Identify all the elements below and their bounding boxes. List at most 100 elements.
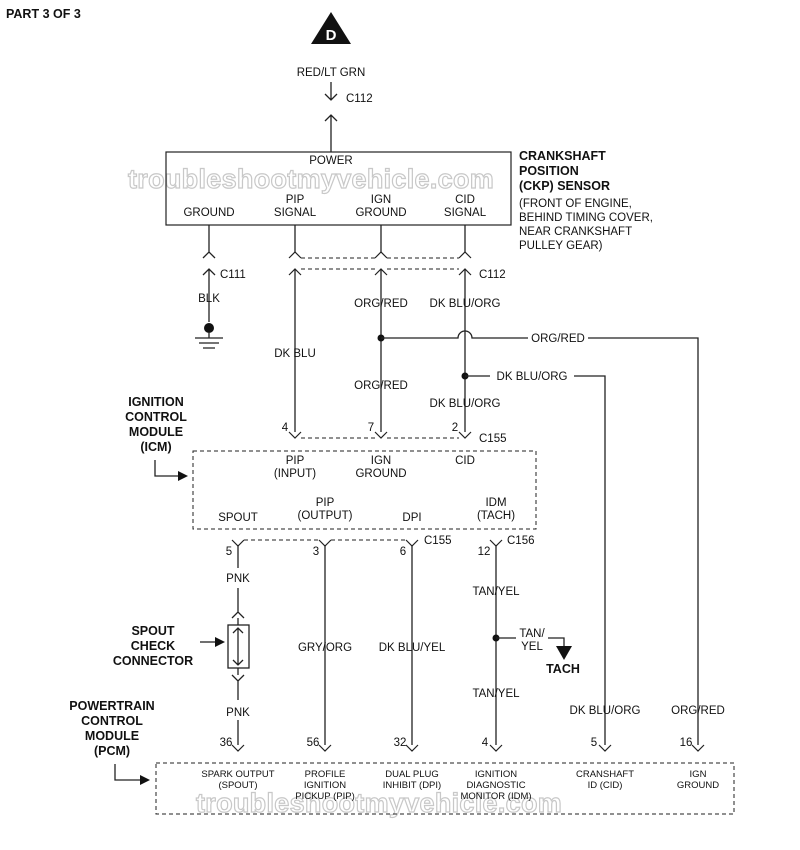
svg-text:(FRONT OF ENGINE,: (FRONT OF ENGINE, [519,198,632,210]
part-label: PART 3 OF 3 [6,7,81,21]
icm-box [192,450,537,530]
svg-text:CRANSHAFT: CRANSHAFT [576,769,634,780]
svg-text:IGNITION: IGNITION [128,395,184,409]
ckp-pip-label-2: SIGNAL [274,207,317,219]
icm-pip-output-1: PIP [316,497,335,509]
svg-text:POSITION: POSITION [519,164,579,178]
svg-text:CRANKSHAFT: CRANKSHAFT [519,149,606,163]
pin-dpi: 6 [400,546,406,558]
pcm-pin-pip-label: PROFILE IGNITION PICKUP (PIP) [295,769,354,802]
c155-bottom-label: C155 [424,535,452,547]
spout-check-connector-icon [227,624,250,669]
svg-text:MONITOR (IDM): MONITOR (IDM) [460,791,531,802]
ckp-power-label: POWER [309,155,352,167]
ckp-location: (FRONT OF ENGINE, BEHIND TIMING COVER, N… [519,198,653,252]
svg-text:SPOUT: SPOUT [131,624,174,638]
svg-text:ID (CID): ID (CID) [588,780,623,791]
svg-text:MODULE: MODULE [85,729,139,743]
wire-dk-blu-org-label-1: DK BLU/ORG [430,298,501,310]
icm-pip-input-2: (INPUT) [274,468,316,480]
svg-text:DUAL PLUG: DUAL PLUG [385,769,439,780]
pin-icm-pip: 4 [282,422,289,434]
tach-wire-label-1: TAN/ [519,628,545,640]
wire-tan-yel-label-1: TAN/YEL [472,586,520,598]
svg-text:SPARK OUTPUT: SPARK OUTPUT [201,769,274,780]
ckp-sensor-box [165,151,512,226]
svg-text:INHIBIT (DPI): INHIBIT (DPI) [383,780,441,791]
connector-d-icon: D [311,12,351,44]
pin-pcm-idm: 4 [482,737,489,749]
pcm-pin-ign-label: IGN GROUND [677,769,719,791]
pin-pcm-pip: 56 [307,737,320,749]
svg-text:(ICM): (ICM) [140,440,171,454]
c112-mid-label: C112 [479,269,506,281]
pin-pcm-spout: 36 [220,737,233,749]
svg-text:CONTROL: CONTROL [125,410,187,424]
watermark-top: troubleshootmyvehicle.com [128,164,494,194]
c156-label: C156 [507,535,535,547]
watermark-bottom: troubleshootmyvehicle.com [196,788,562,818]
wire-pnk-label-1: PNK [226,573,250,585]
svg-text:PICKUP (PIP): PICKUP (PIP) [295,791,354,802]
wire-org-red-label-2: ORG/RED [354,380,408,392]
svg-text:NEAR CRANKSHAFT: NEAR CRANKSHAFT [519,226,632,238]
pin-pcm-dpi: 32 [394,737,407,749]
wire-dk-blu-org-label-4: DK BLU/ORG [570,705,641,717]
ground-icon [195,323,223,349]
wire-gry-org-label: GRY/ORG [298,642,352,654]
tach-wire-label-2: YEL [521,641,543,653]
c111-label: C111 [220,269,246,281]
ckp-ground-label: GROUND [183,207,234,219]
wire-dk-blu-org-label-2: DK BLU/ORG [430,398,501,410]
wire-org-red-label-4: ORG/RED [671,705,725,717]
svg-text:(PCM): (PCM) [94,744,130,758]
icm-dpi-output: DPI [402,512,421,524]
ckp-cid-label-1: CID [455,194,475,206]
icm-spout-output: SPOUT [218,512,258,524]
pcm-title: POWERTRAIN CONTROL MODULE (PCM) [69,699,154,758]
icm-idm-output-2: (TACH) [477,510,515,522]
wire-tan-yel-label-2: TAN/YEL [472,688,520,700]
wire-org-red-label-1: ORG/RED [354,298,408,310]
pcm-pin-cid-label: CRANSHAFT ID (CID) [576,769,634,791]
pin-icm-cid: 2 [452,422,458,434]
svg-text:(CKP) SENSOR: (CKP) SENSOR [519,179,610,193]
pin-idm: 12 [478,546,491,558]
connector-d-letter: D [326,27,337,44]
pcm-arrow [114,764,142,781]
pin-pcm-ign: 16 [680,737,693,749]
icm-ign-input-2: GROUND [355,468,406,480]
icm-pip-input-1: PIP [286,455,305,467]
svg-text:MODULE: MODULE [129,425,183,439]
wire-dk-blu-org-label-3: DK BLU/ORG [497,371,568,383]
ckp-pip-label-1: PIP [286,194,305,206]
svg-text:POWERTRAIN: POWERTRAIN [69,699,154,713]
svg-text:CONNECTOR: CONNECTOR [113,654,193,668]
icm-pip-output-2: (OUTPUT) [298,510,353,522]
svg-text:(SPOUT): (SPOUT) [218,780,257,791]
pcm-box [155,762,735,815]
ckp-ign-label-1: IGN [371,194,391,206]
svg-text:BEHIND TIMING COVER,: BEHIND TIMING COVER, [519,212,653,224]
icm-arrow [154,460,180,477]
pcm-pin-idm-label: IGNITION DIAGNOSTIC MONITOR (IDM) [460,769,531,802]
pin-pcm-cid: 5 [591,737,597,749]
svg-text:CONTROL: CONTROL [81,714,143,728]
c155-top-label: C155 [479,433,507,445]
pcm-pin-dpi-label: DUAL PLUG INHIBIT (DPI) [383,769,441,791]
icm-cid-input: CID [455,455,475,467]
ckp-title: CRANKSHAFT POSITION (CKP) SENSOR [519,149,610,193]
svg-text:IGNITION: IGNITION [475,769,517,780]
tach-arrow-icon [556,646,572,660]
wire-pnk-label-2: PNK [226,707,250,719]
icm-idm-output-1: IDM [485,497,506,509]
ckp-ign-label-2: GROUND [355,207,406,219]
svg-text:GROUND: GROUND [677,780,719,791]
tach-label: TACH [546,662,580,676]
pin-pip-out: 3 [313,546,319,558]
svg-text:PROFILE: PROFILE [305,769,346,780]
pcm-pin-spout-label: SPARK OUTPUT (SPOUT) [201,769,274,791]
wire-dk-blu-yel-label: DK BLU/YEL [379,642,446,654]
svg-text:PULLEY GEAR): PULLEY GEAR) [519,240,603,252]
